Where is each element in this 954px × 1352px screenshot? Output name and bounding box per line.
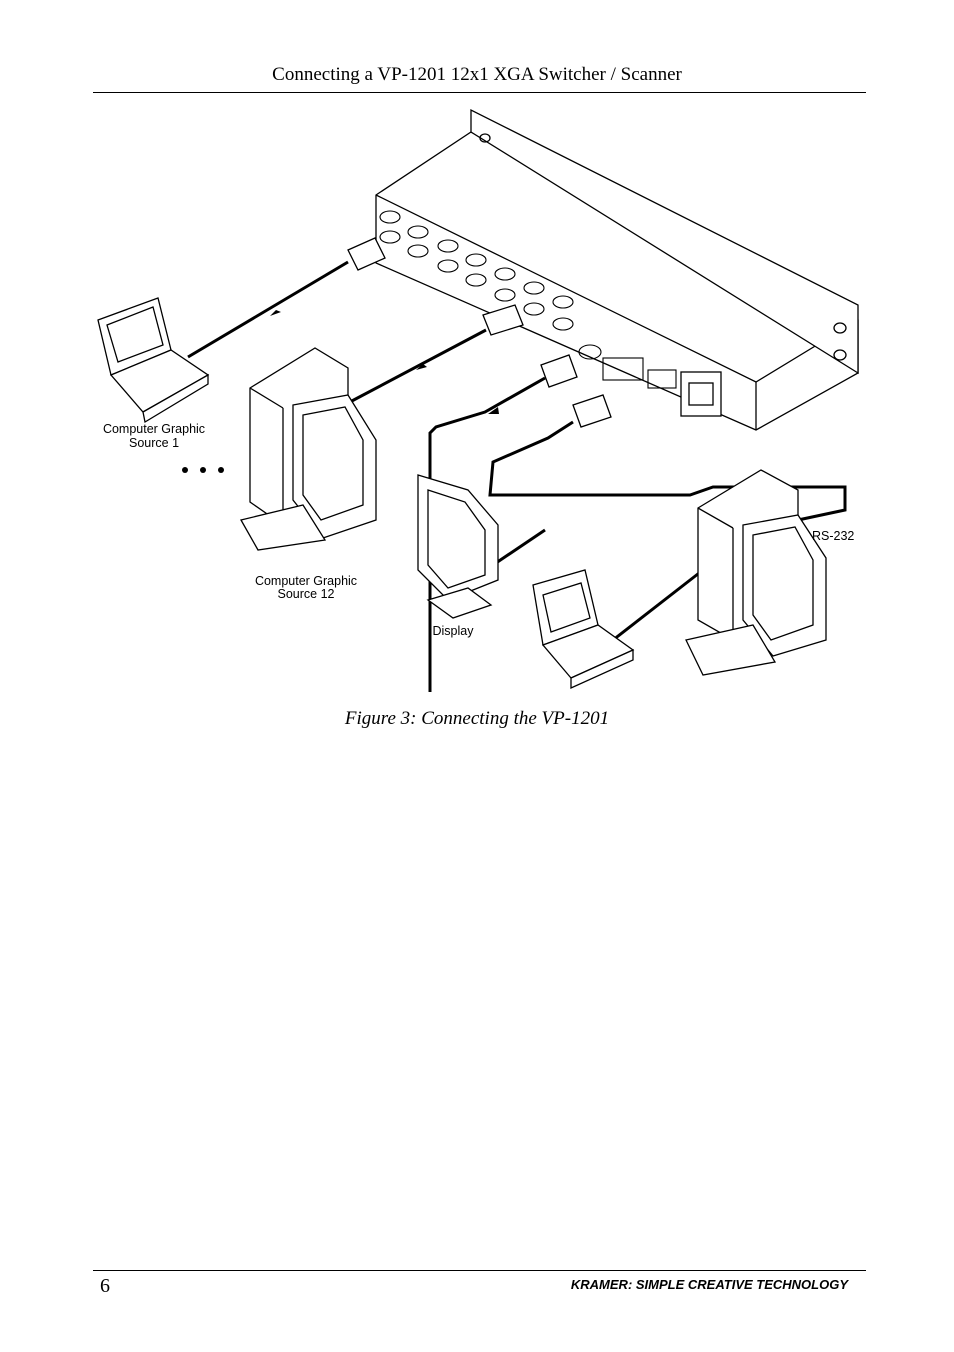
pc-source12	[240, 347, 377, 551]
label-source12-line2: Source 12	[278, 587, 335, 601]
label-source12-line1: Computer Graphic	[255, 574, 357, 588]
page-header-title: Connecting a VP-1201 12x1 XGA Switcher /…	[272, 64, 682, 85]
connection-figure: Computer Graphic Source 1 Computer Graph…	[93, 100, 866, 700]
footer-rule	[93, 1270, 866, 1271]
label-rs232: RS-232	[812, 529, 854, 543]
figure-caption: Figure 3: Connecting the VP-1201	[344, 708, 610, 729]
laptop-source1	[97, 297, 210, 424]
cables	[187, 260, 847, 692]
label-source1-line2: Source 1	[129, 436, 179, 450]
label-display: Display	[433, 624, 475, 638]
page-number: 6	[100, 1275, 110, 1297]
laptop-output	[532, 569, 635, 690]
vp1201-switcher	[375, 108, 859, 431]
header-rule	[93, 92, 866, 93]
display-monitor	[417, 474, 499, 619]
label-source1-line1: Computer Graphic	[103, 422, 205, 436]
footer-brand: KRAMER: SIMPLE CREATIVE TECHNOLOGY	[570, 1277, 848, 1292]
connection-diagram: Computer Graphic Source 1 Computer Graph…	[97, 108, 859, 692]
pc-rs232	[685, 469, 827, 676]
